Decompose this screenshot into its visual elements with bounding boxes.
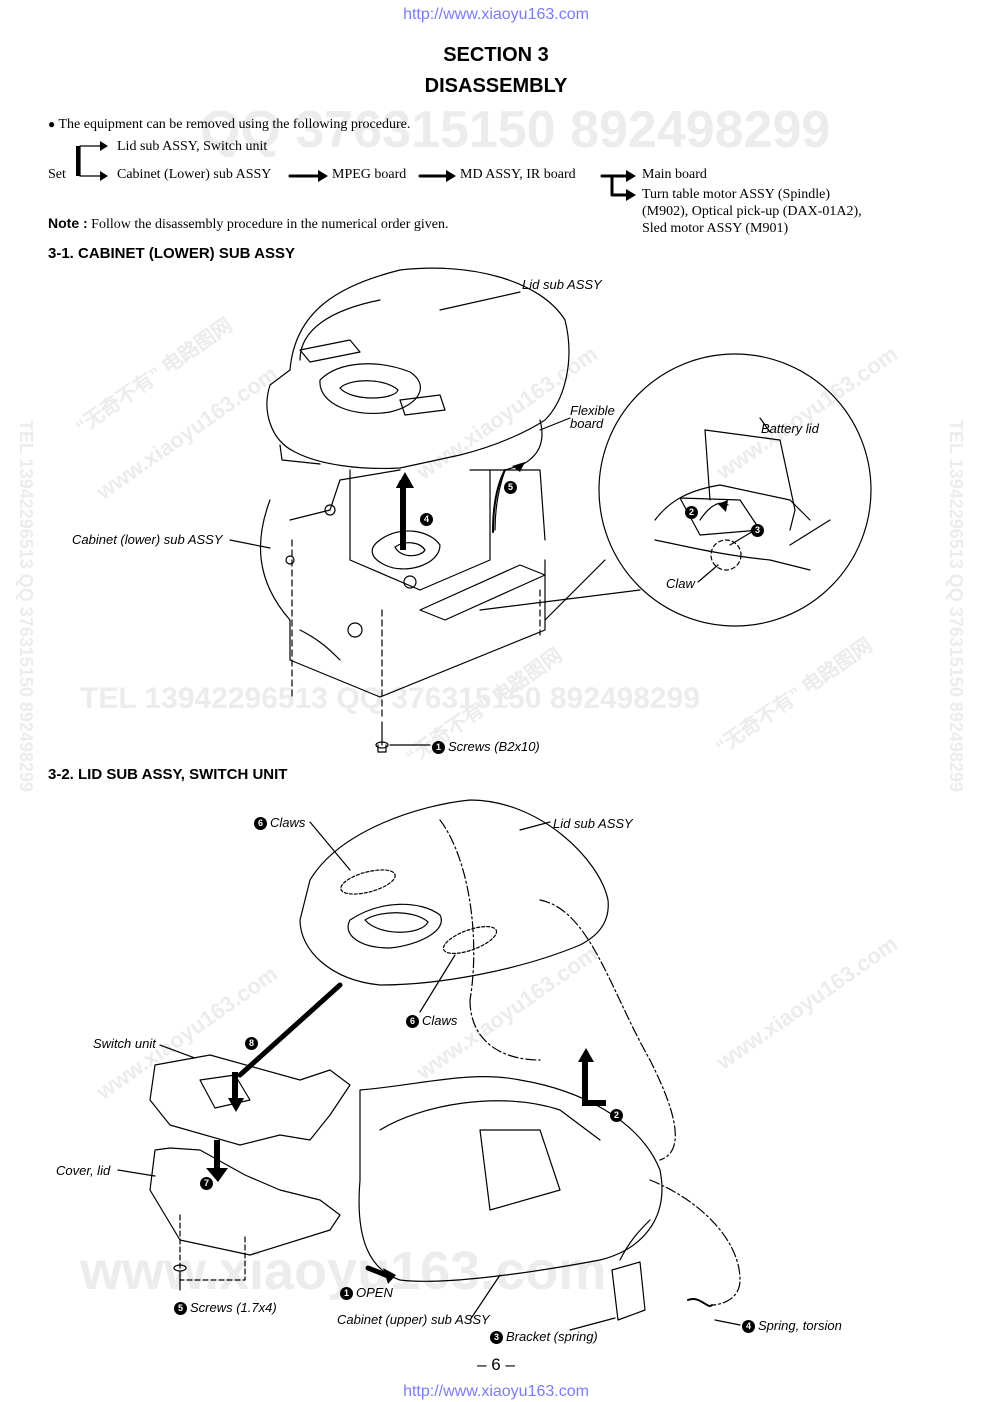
label-lid-sub-assy-2: Lid sub ASSY [553,816,633,831]
step-5-marker: 5 [504,478,520,496]
section-3-2-heading: 3-2. LID SUB ASSY, SWITCH UNIT [48,766,288,783]
watermark-middle: TEL 13942296513 QQ 376315150 892498299 [80,682,700,715]
flow-main: Main board [642,167,707,182]
watermark-side-left: TEL 13942296513 QQ 376315150 892498299 [16,420,36,792]
label-switch-unit: Switch unit [93,1036,156,1051]
flow-lid: Lid sub ASSY, Switch unit [117,139,268,154]
battery-lid-detail [479,353,872,627]
flow-turn-2: (M902), Optical pick-up (DAX-01A2), [642,204,862,219]
lid-switch-drawing [149,799,741,1321]
note-label: Note : [48,215,88,231]
step-8-marker: 8 [245,1034,261,1052]
label-cabinet-lower: Cabinet (lower) sub ASSY [72,532,223,547]
label-cover-lid: Cover, lid [56,1163,111,1178]
watermark-top: QQ 376315150 892498299 [200,101,831,159]
footer-url-link[interactable]: http://www.xiaoyu163.com [403,1383,589,1400]
bullet-icon: ● [48,117,56,131]
note-text: Follow the disassembly procedure in the … [91,217,449,232]
flow-turn-1: Turn table motor ASSY (Spindle) [642,187,830,202]
section-number: SECTION 3 [443,44,549,66]
label-cabinet-upper: Cabinet (upper) sub ASSY [337,1312,490,1327]
label-battery-lid: Battery lid [761,421,819,436]
note: Note : Follow the disassembly procedure … [48,215,448,233]
cabinet-lower-drawing [259,267,570,753]
label-flexible: Flexible [570,403,615,418]
step-number-1: 1 [432,741,445,755]
flow-md: MD ASSY, IR board [460,167,576,182]
page-number: – 6 – [477,1355,515,1374]
step-2b-marker: 2 [610,1106,626,1124]
step-4-marker: 4 [420,510,436,528]
label-lid-sub-assy: Lid sub ASSY [522,277,602,292]
label-claw: Claw [666,576,695,591]
section-3-1-heading: 3-1. CABINET (LOWER) SUB ASSY [48,245,295,262]
flow-set: Set [48,167,66,182]
flow-turn-3: Sled motor ASSY (M901) [642,221,789,236]
label-board: board [570,416,604,431]
step-2-marker: 2 [685,503,701,521]
step-7-marker: 7 [200,1174,216,1192]
step-3-marker: 3 [751,521,767,539]
watermark-side-right: TEL 13942296513 QQ 376315150 892498299 [946,420,966,792]
flow-arrows [79,145,628,197]
page-title: DISASSEMBLY [424,75,568,97]
intro-text: ● The equipment can be removed using the… [48,117,411,132]
header-url-link[interactable]: http://www.xiaoyu163.com [403,6,589,23]
flow-cabinet: Cabinet (Lower) sub ASSY [117,167,272,182]
flow-mpeg: MPEG board [332,167,407,182]
